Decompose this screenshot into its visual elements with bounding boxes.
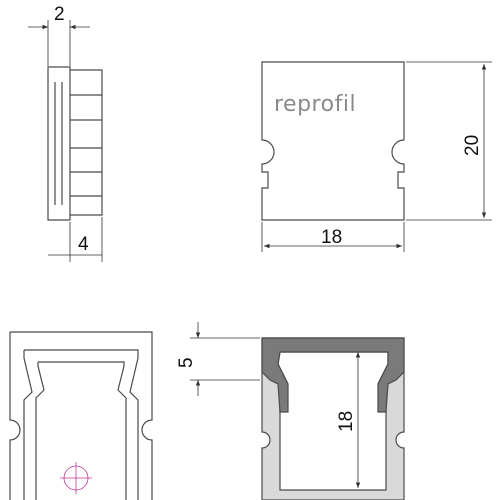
side-view-flange	[47, 66, 71, 221]
dimension-label-18-height: 18	[336, 411, 357, 432]
profile-body	[261, 337, 405, 500]
cap-inner-outline	[9, 331, 153, 500]
dimension-label-18-width: 18	[321, 227, 342, 248]
front-view: reprofil 20 18	[261, 61, 492, 252]
end-cap-face	[261, 61, 405, 221]
dimension-profile-height: 18	[336, 352, 361, 488]
dimension-side-width: 2	[28, 4, 90, 66]
cap-inner-rail	[35, 361, 127, 500]
cap-inner-view	[9, 331, 153, 500]
dimension-front-height: 20	[406, 61, 492, 221]
brand-logo: reprofil	[274, 92, 356, 117]
dimension-lip-height: 5	[176, 322, 260, 396]
dimension-label-20: 20	[462, 135, 483, 156]
dimension-label-5: 5	[176, 357, 197, 368]
mounting-hole-marker	[60, 462, 92, 494]
profile-section-view: 5 18	[176, 322, 405, 500]
cap-overlay	[261, 337, 405, 413]
dimension-label-4: 4	[78, 234, 89, 255]
dimension-front-width: 18	[261, 222, 405, 252]
dimension-side-depth: 4	[48, 217, 103, 262]
side-view-ribs	[54, 82, 102, 205]
side-view-body	[70, 69, 103, 216]
side-view: 2 4	[28, 4, 103, 262]
cap-inner-channel	[23, 349, 139, 500]
dimension-label-2: 2	[54, 4, 65, 25]
